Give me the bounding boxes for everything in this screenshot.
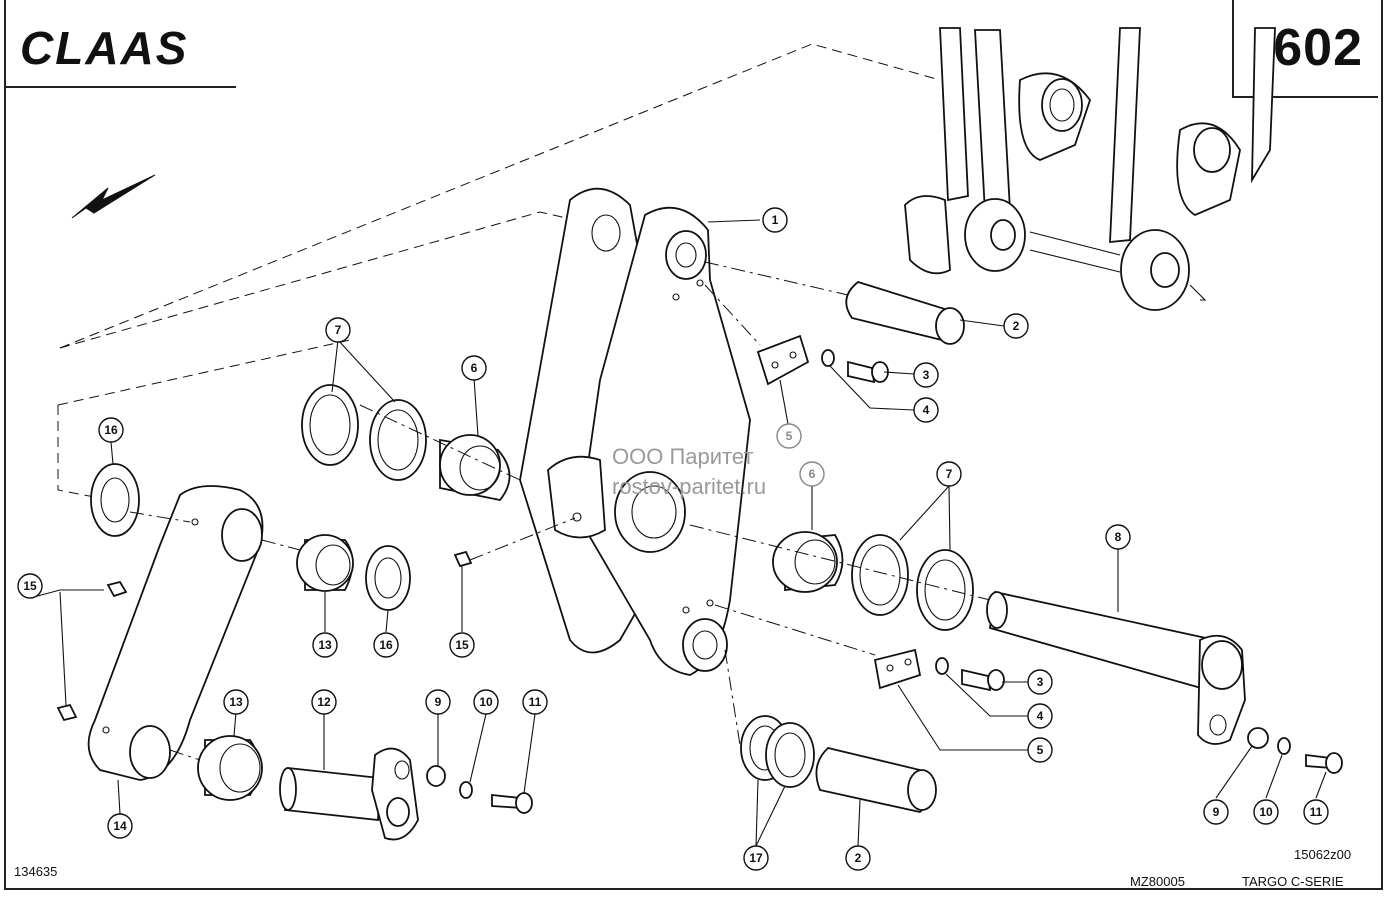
svg-text:5: 5	[1037, 743, 1044, 757]
svg-text:4: 4	[1037, 709, 1044, 723]
svg-text:4: 4	[923, 403, 930, 417]
pin-2-top	[704, 261, 965, 345]
svg-text:3: 3	[1037, 675, 1044, 689]
callout-12[interactable]: 12	[311, 689, 337, 715]
svg-text:7: 7	[335, 323, 342, 337]
svg-text:15: 15	[23, 579, 37, 593]
washers-17	[724, 649, 815, 788]
svg-text:13: 13	[318, 638, 332, 652]
svg-text:10: 10	[1259, 805, 1273, 819]
callout-5-top[interactable]: 5	[776, 423, 802, 449]
frame-top-left	[4, 0, 1383, 890]
svg-text:12: 12	[317, 695, 331, 709]
svg-text:9: 9	[435, 695, 442, 709]
svg-text:10: 10	[479, 695, 493, 709]
callout-7-top[interactable]: 7	[325, 317, 351, 343]
svg-text:11: 11	[1310, 805, 1323, 819]
callout-5-bottom[interactable]: 5	[1027, 737, 1053, 763]
svg-text:13: 13	[229, 695, 243, 709]
lock-plate-5-top	[704, 284, 889, 386]
svg-text:2: 2	[855, 851, 862, 865]
svg-text:1: 1	[772, 213, 779, 227]
footer-drawing-code: 15062z00	[1294, 847, 1352, 862]
callout-6-right[interactable]: 6	[799, 461, 825, 487]
callout-14[interactable]: 14	[107, 813, 133, 839]
washer-16-left	[90, 463, 140, 537]
callout-13-upper[interactable]: 13	[312, 632, 338, 658]
frame-header-rule	[6, 86, 236, 88]
watermark-company: ООО Паритет	[612, 444, 754, 469]
callout-16-lower[interactable]: 16	[373, 632, 399, 658]
bushing-13-upper	[261, 534, 411, 611]
washers-7-top	[301, 384, 521, 501]
svg-text:14: 14	[113, 819, 127, 833]
callout-11-left[interactable]: 11	[522, 689, 548, 715]
callout-17[interactable]: 17	[743, 845, 769, 871]
frame-page-rule	[1232, 96, 1378, 98]
callout-6-top[interactable]: 6	[461, 355, 487, 381]
svg-text:15: 15	[455, 638, 469, 652]
pin-2-bottom	[815, 747, 937, 813]
watermark: ООО Паритет rostov-paritet.ru	[612, 442, 766, 502]
svg-text:9: 9	[1213, 805, 1220, 819]
footer-model-code: MZ80005	[1130, 874, 1185, 889]
svg-text:16: 16	[104, 423, 118, 437]
callout-13-lower[interactable]: 13	[223, 689, 249, 715]
callout-3-bottom[interactable]: 3	[1027, 669, 1053, 695]
svg-text:3: 3	[923, 368, 930, 382]
svg-text:6: 6	[809, 467, 816, 481]
svg-text:8: 8	[1115, 530, 1122, 544]
callout-4-top[interactable]: 4	[913, 397, 939, 423]
bushing-13-lower	[197, 735, 263, 801]
callout-9-left[interactable]: 9	[425, 689, 451, 715]
footer-left-code: 134635	[14, 864, 58, 879]
page-number: 602	[1273, 19, 1363, 77]
svg-text:11: 11	[529, 695, 542, 709]
logo-text: CLAAS	[20, 22, 188, 72]
frame-page-box	[1232, 0, 1234, 96]
footer-series: TARGO C-SERIE	[1242, 874, 1344, 889]
machine-frame	[904, 27, 1276, 311]
callout-11-right[interactable]: 11	[1303, 799, 1329, 825]
pin-12	[169, 747, 533, 841]
link-14	[87, 485, 264, 781]
callout-1[interactable]: 1	[762, 207, 788, 233]
callout-16-top[interactable]: 16	[98, 417, 124, 443]
lock-plate-5-bottom	[714, 604, 1005, 692]
callout-7-right[interactable]: 7	[936, 461, 962, 487]
callout-10-right[interactable]: 10	[1253, 799, 1279, 825]
rocker-plate-1	[519, 187, 751, 676]
callout-8[interactable]: 8	[1105, 524, 1131, 550]
direction-arrow-icon	[71, 174, 156, 219]
callout-4-bottom[interactable]: 4	[1027, 703, 1053, 729]
svg-text:17: 17	[749, 851, 763, 865]
callout-10-left[interactable]: 10	[473, 689, 499, 715]
svg-text:6: 6	[471, 361, 478, 375]
svg-text:5: 5	[786, 429, 793, 443]
claas-logo: CLAAS	[20, 22, 188, 72]
watermark-url: rostov-paritet.ru	[612, 474, 767, 499]
callout-2-top[interactable]: 2	[1003, 313, 1029, 339]
callout-2-bottom[interactable]: 2	[845, 845, 871, 871]
bushing-6-right	[689, 524, 991, 631]
callout-15-center[interactable]: 15	[449, 632, 475, 658]
grease-nipples-15	[56, 517, 576, 722]
callout-15-left[interactable]: 15	[17, 573, 43, 599]
svg-text:7: 7	[946, 467, 953, 481]
leader-lines	[29, 219, 1327, 847]
callout-9-right[interactable]: 9	[1203, 799, 1229, 825]
svg-text:16: 16	[379, 638, 393, 652]
pin-8	[986, 590, 1343, 774]
svg-text:2: 2	[1013, 319, 1020, 333]
callout-3-top[interactable]: 3	[913, 362, 939, 388]
